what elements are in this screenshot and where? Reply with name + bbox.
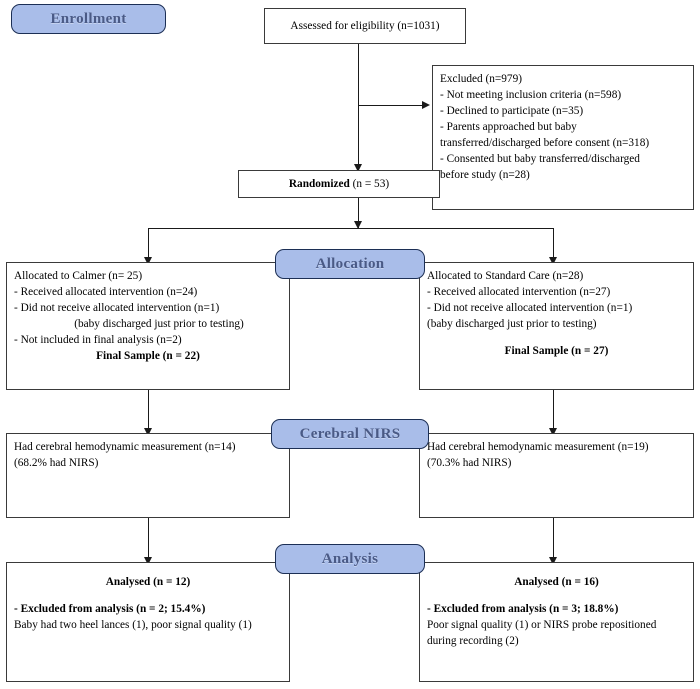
node-excluded: Excluded (n=979) - Not meeting inclusion… [432,65,694,210]
arrowhead-randomized-in [353,164,362,172]
excluded-line: - Declined to participate (n=35) [440,105,584,118]
nirs-left-line1: Had cerebral hemodynamic measurement (n=… [14,441,236,453]
node-nirs-right: Had cerebral hemodynamic measurement (n=… [419,433,694,518]
node-assessed-for-eligibility: Assessed for eligibility (n=1031) [264,8,466,44]
connector-allocation-left-drop [148,228,149,262]
alloc-left-note: (baby discharged just prior to testing) [74,318,244,331]
alloc-right-heading: Allocated to Standard Care (n=28) [427,270,584,282]
arrowhead-nirs-right-in [548,428,557,436]
randomized-label: Randomized [288,177,350,190]
alloc-right-note: (baby discharged just prior to testing) [427,318,597,331]
alloc-left-line: - Received allocated intervention (n=24) [14,286,198,299]
connector-alloc-right-to-nirs [553,389,554,433]
alloc-left-heading: Allocated to Calmer (n= 25) [14,270,143,282]
connector-nirs-right-to-analysis [553,518,554,562]
alloc-left-final-sample: Final Sample (n = 22) [96,350,200,363]
node-allocated-calmer: Allocated to Calmer (n= 25) - Received a… [6,262,290,390]
arrowhead-analysis-right-in [548,557,557,565]
alloc-right-line: - Received allocated intervention (n=27) [427,286,611,299]
spacer [427,332,686,343]
node-analysis-left: Analysed (n = 12) - Excluded from analys… [6,562,290,682]
analysis-right-heading: Analysed (n = 16) [514,576,599,588]
node-allocated-standard-care: Allocated to Standard Care (n=28) - Rece… [419,262,694,390]
connector-nirs-left-to-analysis [148,518,149,562]
nirs-right-line1: Had cerebral hemodynamic measurement (n=… [427,441,649,453]
excluded-line: before study (n=28) [440,169,530,182]
alloc-left-line: - Did not receive allocated intervention… [14,302,220,315]
connector-to-excluded [358,105,424,106]
randomized-count: (n = 53) [352,177,390,190]
connector-allocation-right-drop [553,228,554,262]
stage-badge-analysis: Analysis [275,544,425,574]
alloc-left-extra: - Not included in final analysis (n=2) [14,334,182,347]
alloc-right-final-sample: Final Sample (n = 27) [504,345,609,358]
connector-alloc-left-to-nirs [148,389,149,433]
stage-badge-cerebral-nirs: Cerebral NIRS [271,419,429,449]
excluded-line: Excluded (n=979) [440,73,522,85]
arrowhead-allocation-right-in [548,257,557,265]
arrowhead-nirs-left-in [143,428,152,436]
connector-randomized-down [358,197,359,229]
analysis-left-excluded-heading: - Excluded from analysis (n = 2; 15.4%) [14,603,206,616]
arrowhead-allocation-left-in [143,257,152,265]
nirs-left-line2: (68.2% had NIRS) [14,457,99,470]
excluded-line: - Consented but baby transferred/dischar… [440,153,640,166]
node-randomized: Randomized (n = 53) [238,170,440,198]
connector-assessed-to-randomized [358,44,359,172]
analysis-right-excluded-heading: - Excluded from analysis (n = 3; 18.8%) [427,603,619,616]
alloc-right-line: - Did not receive allocated intervention… [427,302,633,315]
excluded-line: transferred/discharged before consent (n… [440,137,650,150]
analysis-right-detail: Poor signal quality (1) or NIRS probe re… [427,619,657,648]
stage-badge-allocation: Allocation [275,249,425,279]
spacer [427,590,686,601]
stage-badge-enrollment: Enrollment [11,4,166,34]
assessed-text: Assessed for eligibility (n=1031) [290,19,440,32]
excluded-line: - Not meeting inclusion criteria (n=598) [440,89,622,102]
arrowhead-analysis-left-in [143,557,152,565]
arrowhead-randomized-split [353,221,362,229]
node-nirs-left: Had cerebral hemodynamic measurement (n=… [6,433,290,518]
arrowhead-excluded-in [422,100,430,109]
spacer [14,590,282,601]
connector-allocation-split-bar [148,228,554,229]
node-analysis-right: Analysed (n = 16) - Excluded from analys… [419,562,694,682]
analysis-left-heading: Analysed (n = 12) [105,576,191,588]
excluded-line: - Parents approached but baby [440,121,577,134]
analysis-left-detail: Baby had two heel lances (1), poor signa… [14,619,252,632]
nirs-right-line2: (70.3% had NIRS) [427,457,512,470]
